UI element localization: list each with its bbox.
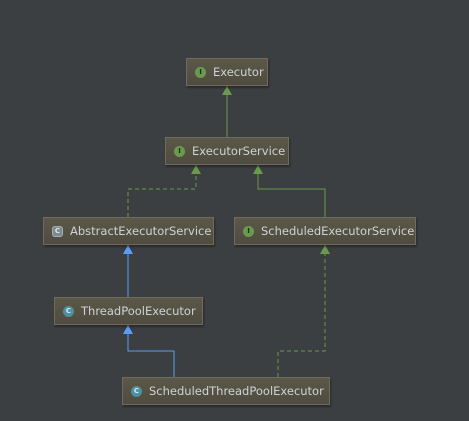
arrowhead-thread-pool-executor-to-abstract-executor-service bbox=[123, 245, 133, 254]
abstract-class-icon: C bbox=[52, 225, 63, 237]
arrowhead-scheduled-executor-service-to-executor-service bbox=[253, 165, 263, 174]
thread-pool-executor-node[interactable]: C ThreadPoolExecutor bbox=[54, 297, 203, 325]
node-label: ScheduledThreadPoolExecutor bbox=[149, 384, 324, 398]
interface-icon: I bbox=[195, 66, 206, 78]
class-icon: C bbox=[131, 385, 142, 397]
executor-service-node[interactable]: I ExecutorService bbox=[165, 137, 289, 165]
node-label: ExecutorService bbox=[192, 144, 286, 158]
node-label: ThreadPoolExecutor bbox=[81, 304, 196, 318]
abstract-executor-service-node[interactable]: C AbstractExecutorService bbox=[43, 217, 214, 245]
arrowhead-executor-service-to-executor bbox=[222, 86, 232, 95]
edge-scheduled-executor-service-to-executor-service bbox=[257, 165, 326, 217]
interface-icon: I bbox=[243, 225, 254, 237]
arrowhead-scheduled-thread-pool-executor-to-thread-pool-executor bbox=[123, 325, 133, 334]
class-icon: C bbox=[63, 305, 74, 317]
node-label: Executor bbox=[213, 65, 264, 79]
edge-scheduled-thread-pool-executor-to-thread-pool-executor bbox=[127, 325, 175, 377]
edge-abstract-executor-service-to-executor-service bbox=[127, 165, 197, 217]
arrowhead-scheduled-thread-pool-executor-to-scheduled-executor-service bbox=[320, 245, 330, 254]
scheduled-executor-service-node[interactable]: I ScheduledExecutorService bbox=[234, 217, 416, 245]
scheduled-thread-pool-executor-node[interactable]: C ScheduledThreadPoolExecutor bbox=[122, 377, 330, 405]
arrowhead-abstract-executor-service-to-executor-service bbox=[191, 165, 201, 174]
interface-icon: I bbox=[174, 145, 185, 157]
executor-node[interactable]: I Executor bbox=[186, 58, 268, 86]
node-label: ScheduledExecutorService bbox=[261, 224, 415, 238]
node-label: AbstractExecutorService bbox=[70, 224, 212, 238]
edge-scheduled-thread-pool-executor-to-scheduled-executor-service bbox=[277, 245, 326, 377]
